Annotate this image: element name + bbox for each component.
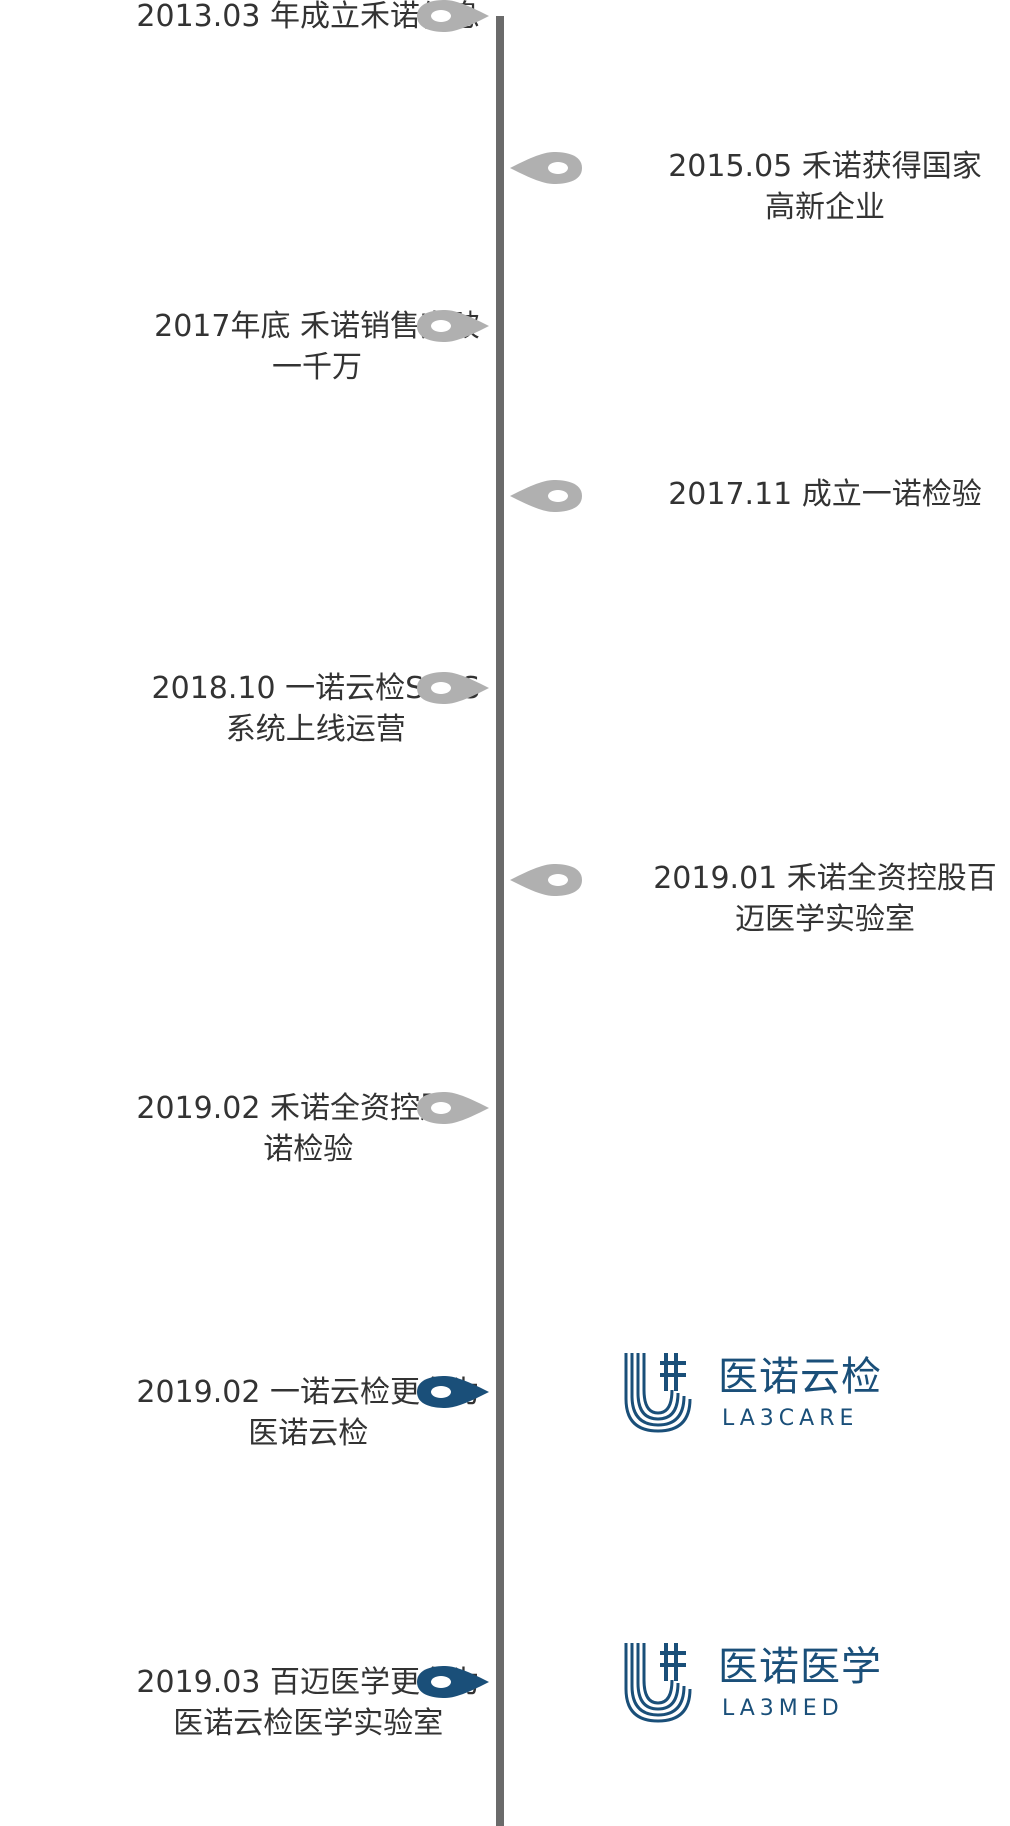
location-pin-icon — [413, 1090, 491, 1126]
logo-subtitle: LA3MED — [722, 1696, 844, 1721]
location-pin-icon — [413, 308, 491, 344]
event-label-line: 一千万 — [272, 350, 363, 385]
event-label-line: 2019.01 禾诺全资控股百 — [653, 861, 997, 896]
location-pin-icon — [413, 1374, 491, 1410]
location-pin-icon — [413, 670, 491, 706]
event-label-line: 2017.11 成立一诺检验 — [668, 477, 982, 512]
event-label-line: 医诺云检医学实验室 — [173, 1706, 444, 1741]
timeline-axis — [496, 16, 504, 1826]
event-label-line: 高新企业 — [765, 190, 885, 225]
company-logo: 医诺医学 LA3MED — [620, 1637, 910, 1727]
event-label-line: 迈医学实验室 — [735, 902, 915, 937]
event-label: 2019.03 百迈医学更名为医诺云检医学实验室 — [136, 1662, 480, 1744]
location-pin-icon — [413, 0, 491, 34]
event-label-line: 系统上线运营 — [225, 712, 406, 747]
logo-wordmark: 医诺医学 — [718, 1644, 882, 1690]
event-label-line: 医诺云检 — [248, 1416, 369, 1451]
event-label-line: 诺检验 — [263, 1132, 354, 1167]
location-pin-icon — [508, 150, 586, 186]
location-pin-icon — [508, 478, 586, 514]
location-pin-icon — [413, 1664, 491, 1700]
logo-subtitle: LA3CARE — [722, 1406, 859, 1431]
labmed-logo-icon — [624, 1643, 692, 1723]
event-label: 2015.05 禾诺获得国家高新企业 — [640, 146, 1010, 228]
logo-wordmark: 医诺云检 — [718, 1354, 882, 1400]
event-label: 2019.01 禾诺全资控股百迈医学实验室 — [640, 858, 1010, 940]
event-label-line: 2015.05 禾诺获得国家 — [668, 149, 982, 184]
labcare-logo-icon — [624, 1353, 692, 1433]
event-label: 2017.11 成立一诺检验 — [640, 474, 1010, 515]
company-logo: 医诺云检 LA3CARE — [620, 1347, 910, 1437]
location-pin-icon — [508, 862, 586, 898]
